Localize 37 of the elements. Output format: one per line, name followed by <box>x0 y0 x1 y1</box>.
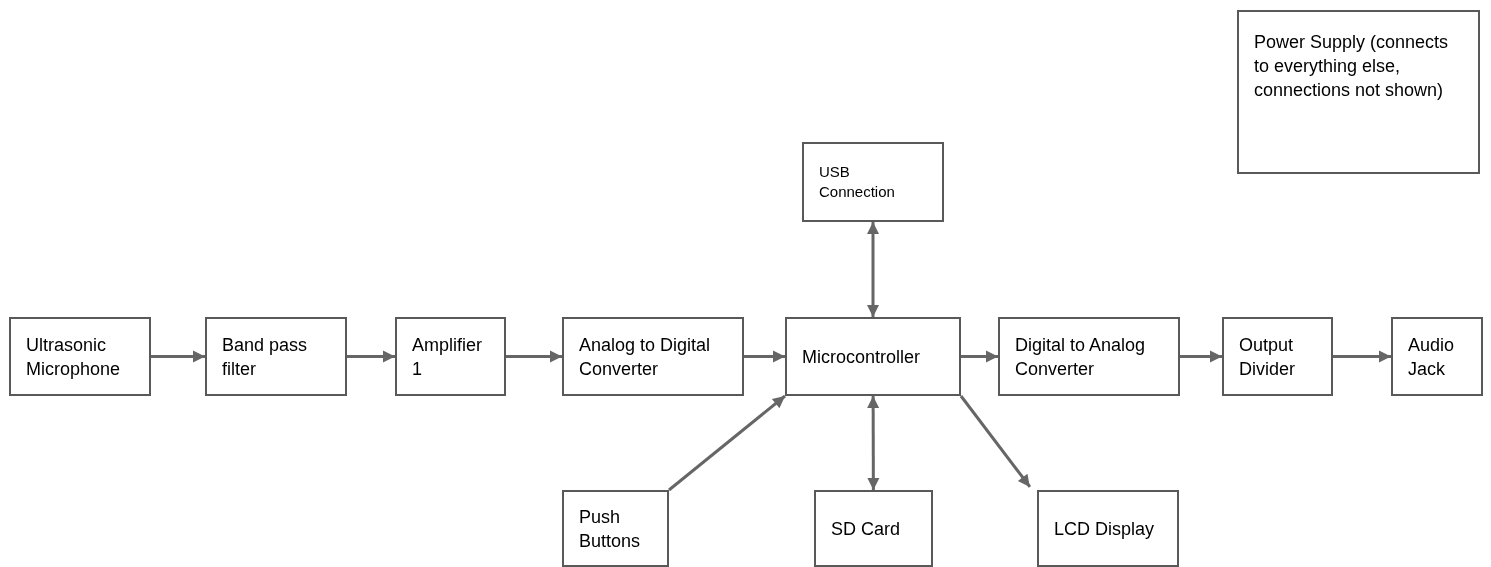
box-label: Ultrasonic Microphone <box>26 333 122 381</box>
arrow <box>506 350 562 363</box>
box-label: Audio Jack <box>1408 333 1456 381</box>
box-label: Microcontroller <box>802 345 922 369</box>
box-label: Analog to Digital Converter <box>579 333 712 381</box>
process-box <box>814 490 933 567</box>
arrow <box>867 222 879 317</box>
arrow <box>1180 350 1222 363</box>
process-box <box>1037 490 1179 567</box>
process-box <box>562 490 669 567</box>
box-label: USB Connection <box>819 162 896 202</box>
box-label: Push Buttons <box>579 505 642 553</box>
process-box <box>998 317 1180 396</box>
arrow <box>1333 350 1391 363</box>
process-box <box>1237 10 1480 174</box>
process-box <box>395 317 506 396</box>
box-label: LCD Display <box>1054 517 1156 541</box>
arrow <box>867 396 880 490</box>
process-box <box>785 317 961 396</box>
arrow <box>961 350 998 363</box>
box-label: Amplifier 1 <box>412 333 483 381</box>
box-label: Output Divider <box>1239 333 1296 381</box>
process-box <box>205 317 347 396</box>
box-label: Digital to Analog Converter <box>1015 333 1147 381</box>
process-box <box>1222 317 1333 396</box>
arrow <box>744 350 785 363</box>
process-box <box>562 317 744 396</box>
process-box <box>1391 317 1483 396</box>
arrow <box>668 394 786 492</box>
box-label: Band pass filter <box>222 333 309 381</box>
arrow <box>151 350 205 363</box>
box-label: Power Supply (connects to everything else, connections not shown) <box>1254 31 1450 102</box>
arrow <box>347 350 395 363</box>
box-label: SD Card <box>831 517 902 541</box>
process-box <box>9 317 151 396</box>
process-box <box>802 142 944 222</box>
arrow <box>959 395 1032 488</box>
